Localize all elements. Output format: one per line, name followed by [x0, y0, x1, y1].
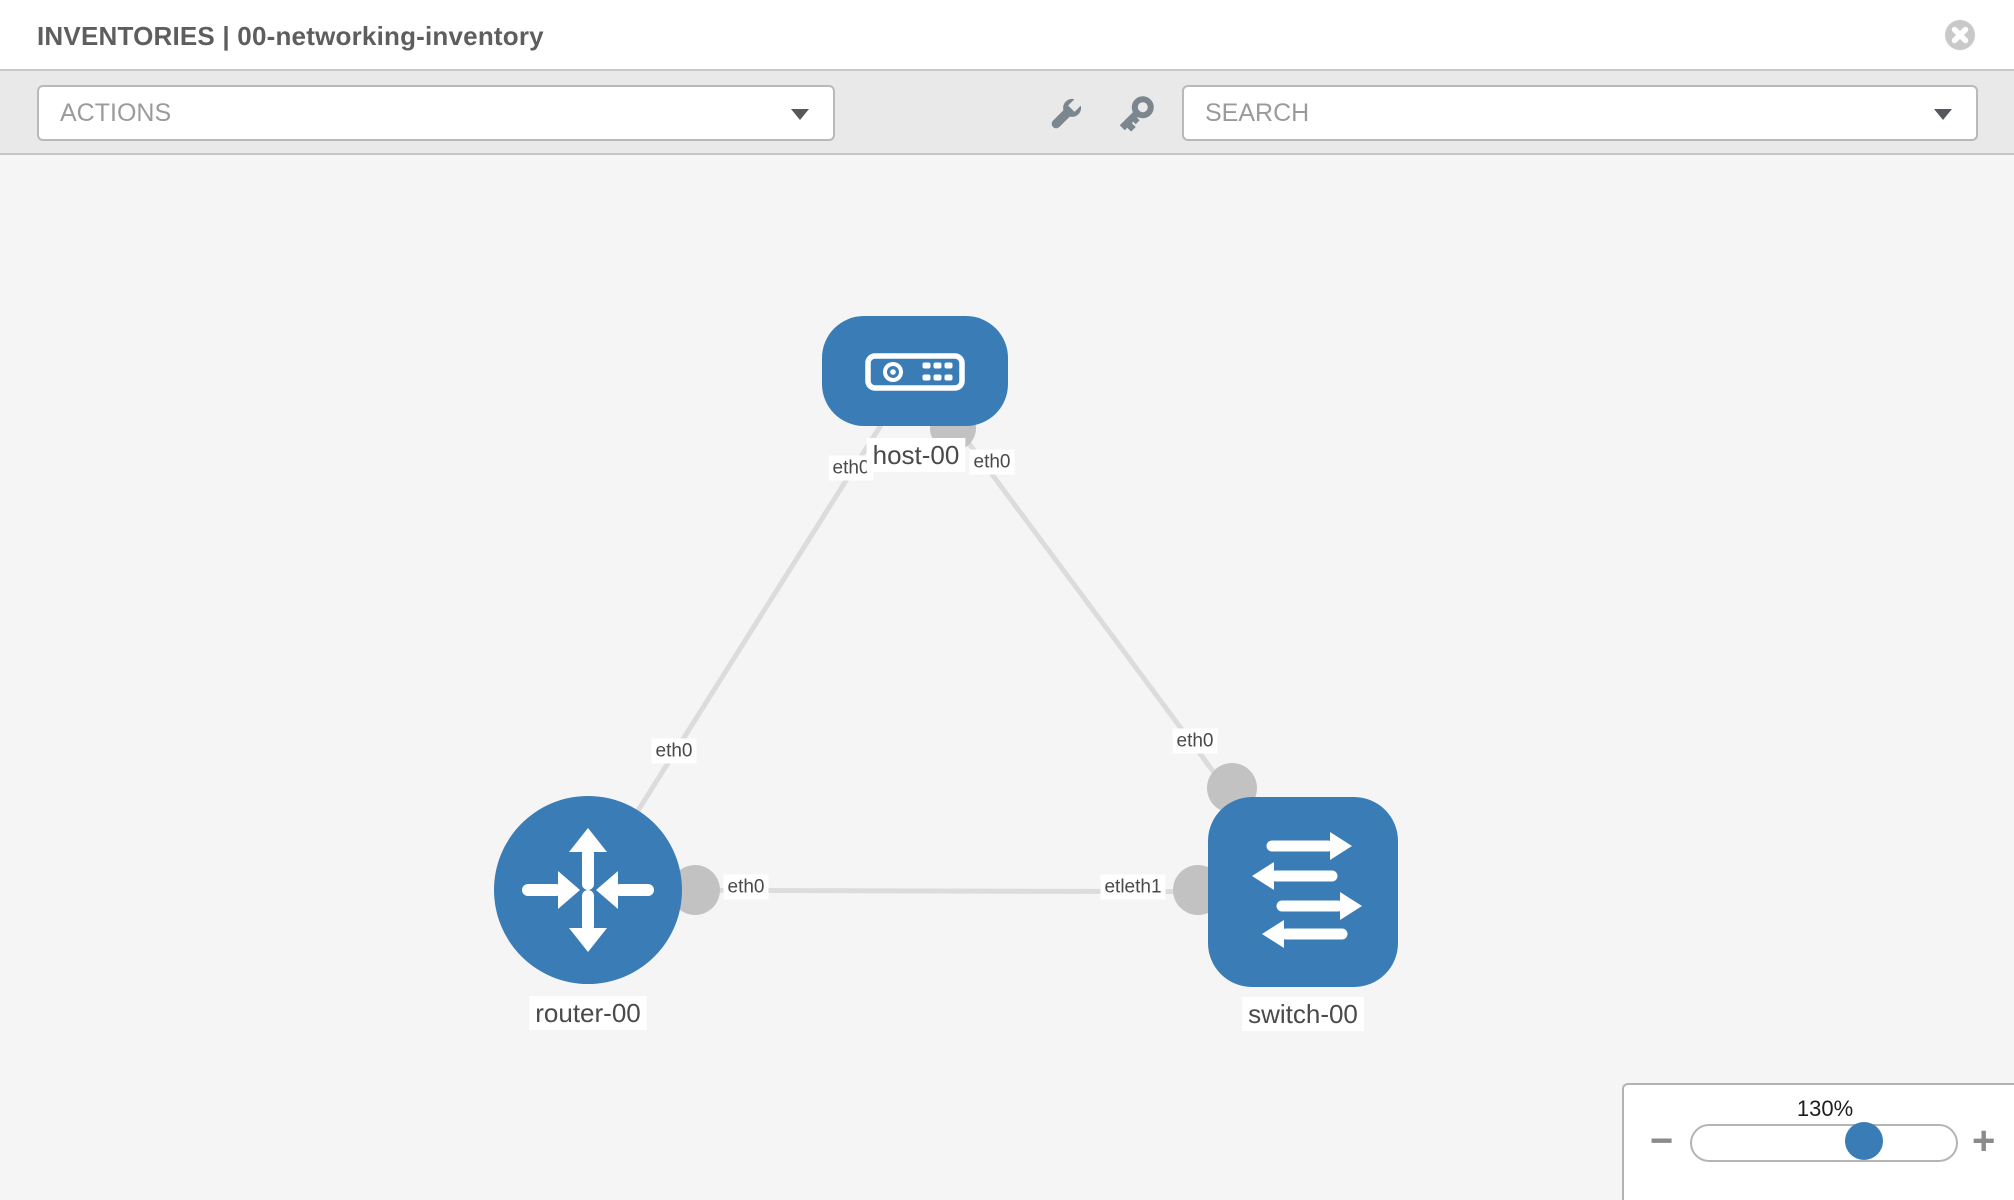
toolbar: ACTIONS SEARCH [0, 71, 2014, 155]
label-chip [1100, 874, 1166, 900]
page-title: INVENTORIES | 00-networking-inventory [37, 21, 544, 51]
key-icon[interactable] [1113, 93, 1157, 137]
interface-label: etleth1 [1100, 874, 1166, 900]
interface-label: eth0 [651, 738, 697, 764]
svg-text:eth0: eth0 [974, 452, 1011, 473]
svg-text:eth0: eth0 [1177, 731, 1214, 752]
svg-text:eth0: eth0 [728, 877, 765, 898]
zoom-slider[interactable] [1690, 1122, 1958, 1162]
node-router-00[interactable] [494, 796, 682, 984]
svg-text:etleth1: etleth1 [1104, 877, 1161, 898]
node-label: host-00 [866, 438, 966, 472]
zoom-panel: 130% − + [1622, 1083, 2014, 1200]
interface-label: eth0 [969, 449, 1015, 475]
topology-svg[interactable]: eth0 eth0 eth0 eth0 eth0 etleth1 host-00 router… [0, 155, 2014, 1200]
search-dropdown[interactable]: SEARCH [1182, 85, 1978, 141]
label-chip [651, 738, 697, 764]
label-chip [529, 996, 647, 1030]
label-chip [866, 438, 966, 472]
node-switch-00[interactable] [1208, 797, 1398, 987]
interface-connector [670, 865, 720, 915]
node-label: switch-00 [1242, 997, 1364, 1031]
wrench-icon[interactable] [1043, 93, 1087, 137]
interface-label: eth0 [1172, 728, 1218, 754]
actions-dropdown-label: ACTIONS [60, 99, 172, 127]
zoom-slider-thumb[interactable] [1844, 1122, 1883, 1160]
chevron-down-icon [1934, 109, 1952, 120]
interface-label: eth0 [723, 874, 769, 900]
zoom-out-button[interactable]: − [1650, 1119, 1674, 1163]
actions-dropdown[interactable]: ACTIONS [37, 85, 835, 141]
interface-label: eth0 [828, 455, 874, 481]
breadcrumb-header: INVENTORIES | 00-networking-inventory [0, 0, 2014, 71]
label-chip [1172, 728, 1218, 754]
svg-text:eth0: eth0 [656, 741, 693, 762]
topology-canvas[interactable]: eth0 eth0 eth0 eth0 eth0 etleth1 host-00 router… [0, 155, 2014, 1200]
label-chip [1242, 997, 1364, 1031]
svg-text:eth0: eth0 [833, 458, 870, 479]
label-chip [723, 874, 769, 900]
search-dropdown-label: SEARCH [1205, 99, 1310, 127]
zoom-level-label: 130% [1796, 1096, 1854, 1121]
node-host-00[interactable] [822, 316, 1008, 426]
label-chip [828, 455, 874, 481]
chevron-down-icon [791, 109, 809, 120]
node-label: router-00 [529, 996, 647, 1030]
svg-text:switch-00: switch-00 [1248, 999, 1358, 1029]
svg-text:router-00: router-00 [535, 998, 641, 1028]
label-chip [969, 449, 1015, 475]
close-icon[interactable] [1944, 19, 1976, 51]
zoom-in-button[interactable]: + [1972, 1119, 1996, 1163]
svg-text:host-00: host-00 [873, 440, 960, 470]
